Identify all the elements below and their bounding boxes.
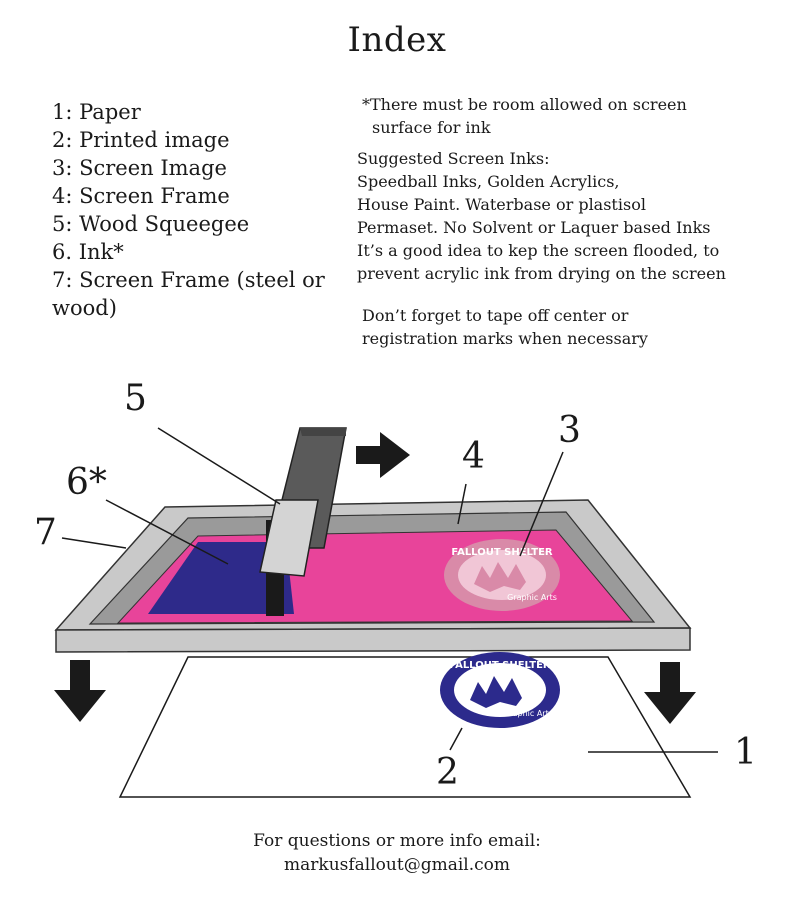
callout-7: 7: [34, 512, 57, 553]
callout-1: 1: [734, 732, 757, 773]
inks-note-line: Speedball Inks, Golden Acrylics,: [357, 172, 620, 191]
callout-2: 2: [436, 752, 459, 793]
page-title: Index: [347, 20, 447, 60]
tape-note-line2: registration marks when necessary: [362, 329, 648, 348]
tape-note: Don’t forget to tape off center or regis…: [362, 304, 742, 350]
outer-frame-front-edge: [55, 627, 691, 653]
legend-item-paper: 1: Paper: [52, 100, 141, 124]
ink-room-note-line2: surface for ink: [372, 118, 491, 137]
callout-6: 6*: [66, 462, 107, 503]
ink-room-note-line1: *There must be room allowed on screen: [362, 95, 687, 114]
legend-item-wood-squeegee: 5: Wood Squeegee: [52, 212, 250, 236]
legend-item-ink: 6. Ink*: [52, 240, 124, 264]
callout-3: 3: [558, 410, 581, 451]
inks-note-line: Permaset. No Solvent or Laquer based Ink…: [357, 218, 711, 237]
index-legend: 1: Paper 2: Printed image 3: Screen Imag…: [52, 98, 337, 322]
printed-logo-subtext: Graphic Arts: [503, 709, 553, 718]
legend-item-printed-image: 2: Printed image: [52, 128, 230, 152]
leader-lines: [61, 427, 718, 753]
inks-note-line: prevent acrylic ink from drying on the s…: [357, 264, 726, 283]
contact-email: markusfallout@gmail.com: [284, 855, 510, 875]
suggested-inks-note: Suggested Screen Inks: Speedball Inks, G…: [357, 147, 777, 285]
legend-item-screen-frame: 4: Screen Frame: [52, 184, 230, 208]
inks-note-line: House Paint. Waterbase or plastisol: [357, 195, 646, 214]
tape-note-line1: Don’t forget to tape off center or: [362, 306, 629, 325]
down-arrow-right-icon: [644, 662, 696, 724]
callout-4: 4: [462, 436, 485, 477]
right-arrow-icon: [356, 432, 410, 478]
contact-footer: For questions or more info email: markus…: [0, 829, 794, 877]
screen-image-logo: FALLOUT SHELTER Graphic Arts: [444, 539, 560, 611]
footer-line1: For questions or more info email:: [253, 831, 541, 851]
paper: [118, 656, 692, 798]
legend-item-screen-image: 3: Screen Image: [52, 156, 227, 180]
ink: [148, 542, 294, 614]
printed-image: FALLOUT SHELTER Graphic Arts: [440, 652, 560, 728]
down-arrow-left-icon: [54, 660, 106, 722]
inks-note-line: It’s a good idea to kep the screen flood…: [357, 241, 720, 260]
wood-squeegee: [259, 427, 347, 616]
inks-note-line: Suggested Screen Inks:: [357, 149, 550, 168]
callout-5: 5: [124, 378, 147, 419]
screen-logo-text: FALLOUT SHELTER: [451, 547, 553, 558]
legend-item-outer-frame: 7: Screen Frame (steel or wood): [52, 268, 325, 320]
screen-logo-subtext: Graphic Arts: [507, 593, 557, 602]
ink-room-note: *There must be room allowed on screen su…: [362, 93, 722, 139]
printed-logo-text: FALLOUT SHELTER: [449, 660, 551, 671]
